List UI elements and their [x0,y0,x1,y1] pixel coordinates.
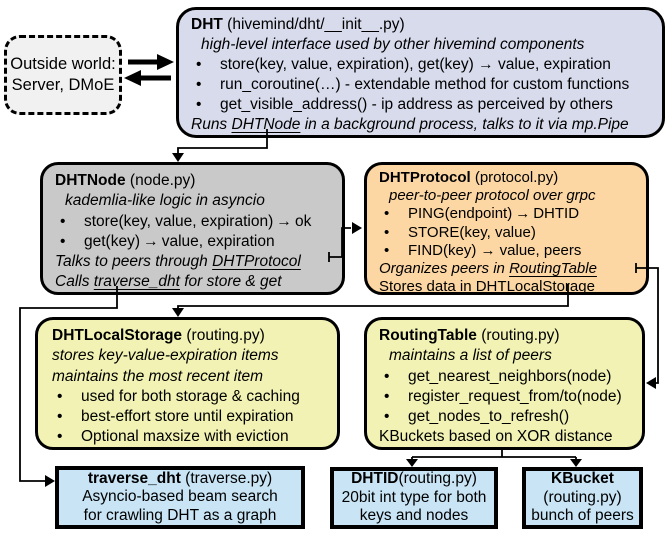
dht-file: (hivemind/dht/__init__.py) [227,16,405,33]
dhtprotocol-file: (protocol.py) [474,169,559,186]
routingtable-file: (routing.py) [481,327,560,344]
dhtprotocol-bullet-2: STORE(key, value) [379,224,640,242]
dhtlocalstorage-bullet-2: best-effort store until expiration [52,407,331,427]
arrowhead-traverse [45,475,55,487]
dhtnode-file: (node.py) [129,172,196,189]
arrowhead-routingtable [646,377,656,389]
dhtprotocol-bullet-3: FIND(key) → value, peers [379,242,640,260]
dht-bullet-3: get_visible_address() - ip address as pe… [191,95,654,115]
traverse-dht-box: traverse_dht (traverse.py) Asyncio-based… [55,466,305,529]
dhtnode-subtitle: kademlia-like logic in asyncio [65,192,265,210]
dht-bullet-1: store(key, value, expiration), get(key) … [191,55,654,75]
dhtlocalstorage-bullet-3: Optional maxsize with eviction [52,427,331,447]
dhtid-line2: keys and nodes [359,507,469,525]
dhtlocalstorage-box: DHTLocalStorage (routing.py) stores key-… [35,317,340,450]
arrow-outside-to-dht-head [157,54,174,70]
dhtlocalstorage-title-line: DHTLocalStorage (routing.py) [52,326,331,346]
dhtprotocol-reference: DHTProtocol [212,253,301,271]
routingtable-subtitle: maintains a list of peers [389,347,552,365]
dht-bullet-2: run_coroutine(…) - extendable method for… [191,75,654,95]
outside-world-box: Outside world: Server, DMoE [4,35,122,115]
routingtable-title-line: RoutingTable (routing.py) [379,326,638,346]
routingtable-title: RoutingTable [379,327,477,344]
dht-footer: Runs DHTNode in a background process, ta… [191,116,629,133]
dhtlocalstorage-subtitle-1: stores key-value-expiration items [52,347,279,365]
traverse-dht-reference: traverse_dht [93,273,180,291]
dhtlocalstorage-file: (routing.py) [186,327,265,344]
outside-dht-arrows [124,54,174,86]
dhtid-file: (routing.py) [398,470,477,488]
dhtnode-footer-2: Calls traverse_dht for store & get [55,273,282,291]
routingtable-bullet-2: register_request_from/to(node) [379,387,638,407]
arrowhead-dhtid [406,459,418,467]
dhtprotocol-title-line: DHTProtocol (protocol.py) [379,169,640,187]
dhtid-title: DHTID [351,470,399,488]
dhtid-line1: 20bit int type for both [341,488,487,506]
outside-world-line1: Outside world: [10,55,116,73]
kbucket-title: KBucket [551,470,614,488]
outside-world-line2: Server, DMoE [11,76,115,94]
dhtnode-footer-1: Talks to peers through DHTProtocol [55,253,301,271]
dhtprotocol-title: DHTProtocol [379,169,471,186]
arrowhead-kbucket [570,459,582,467]
traverse-file: (traverse.py) [180,469,273,487]
dhtprotocol-box: DHTProtocol (protocol.py) peer-to-peer p… [364,162,649,295]
traverse-title: traverse_dht [87,469,181,487]
kbucket-file: (routing.py) [543,488,622,506]
arrow-dht-to-outside-head [124,70,141,86]
kbucket-line1: bunch of peers [531,507,634,525]
traverse-title-line: traverse_dht (traverse.py) [88,470,272,489]
dhtnode-box: DHTNode (node.py) kademlia-like logic in… [40,162,345,295]
dhtnode-reference: DHTNode [231,116,301,133]
dhtnode-title: DHTNode [55,172,126,189]
dhtnode-bullet-2: get(key) → value, expiration [55,232,336,252]
arrowhead-dhtprotocol [352,222,362,234]
routingtable-bullet-3: get_nodes_to_refresh() [379,407,638,427]
dht-title-line: DHT (hivemind/dht/__init__.py) [191,15,654,35]
localstorage-reference: LocalStorage [506,278,595,296]
routingtable-reference: RoutingTable [509,260,597,278]
dhtlocalstorage-title: DHTLocalStorage [52,327,183,344]
dhtnode-title-line: DHTNode (node.py) [55,171,336,191]
dhtlocalstorage-subtitle-2: maintains the most recent item [52,367,264,385]
routingtable-footer: KBuckets based on XOR distance [379,428,613,446]
dhtid-box: DHTID(routing.py) 20bit int type for bot… [330,467,498,529]
routingtable-bullet-1: get_nearest_neighbors(node) [379,367,638,387]
dhtlocalstorage-bullet-1: used for both storage & caching [52,387,331,407]
dht-box: DHT (hivemind/dht/__init__.py) high-leve… [176,7,665,138]
arrowhead-dhtlocalstorage [172,308,184,317]
dhtprotocol-footer-2: Stores data in DHTLocalStorage [379,278,595,296]
kbucket-box: KBucket (routing.py) bunch of peers [522,467,643,529]
dhtprotocol-subtitle: peer-to-peer protocol over grpc [389,187,596,205]
dht-subtitle: high-level interface used by other hivem… [201,36,585,53]
dhtid-title-line: DHTID(routing.py) [351,470,477,489]
arrowhead-dhtnode [172,153,184,162]
dht-title: DHT [191,16,223,33]
traverse-line2: for crawling DHT as a graph [83,506,277,524]
dhtprotocol-footer-1: Organizes peers in RoutingTable [379,260,597,278]
dhtprotocol-bullet-1: PING(endpoint) → DHTID [379,205,640,223]
routingtable-box: RoutingTable (routing.py) maintains a li… [364,317,645,450]
dhtnode-bullet-1: store(key, value, expiration) → ok [55,212,336,232]
traverse-line1: Asyncio-based beam search [82,488,278,506]
